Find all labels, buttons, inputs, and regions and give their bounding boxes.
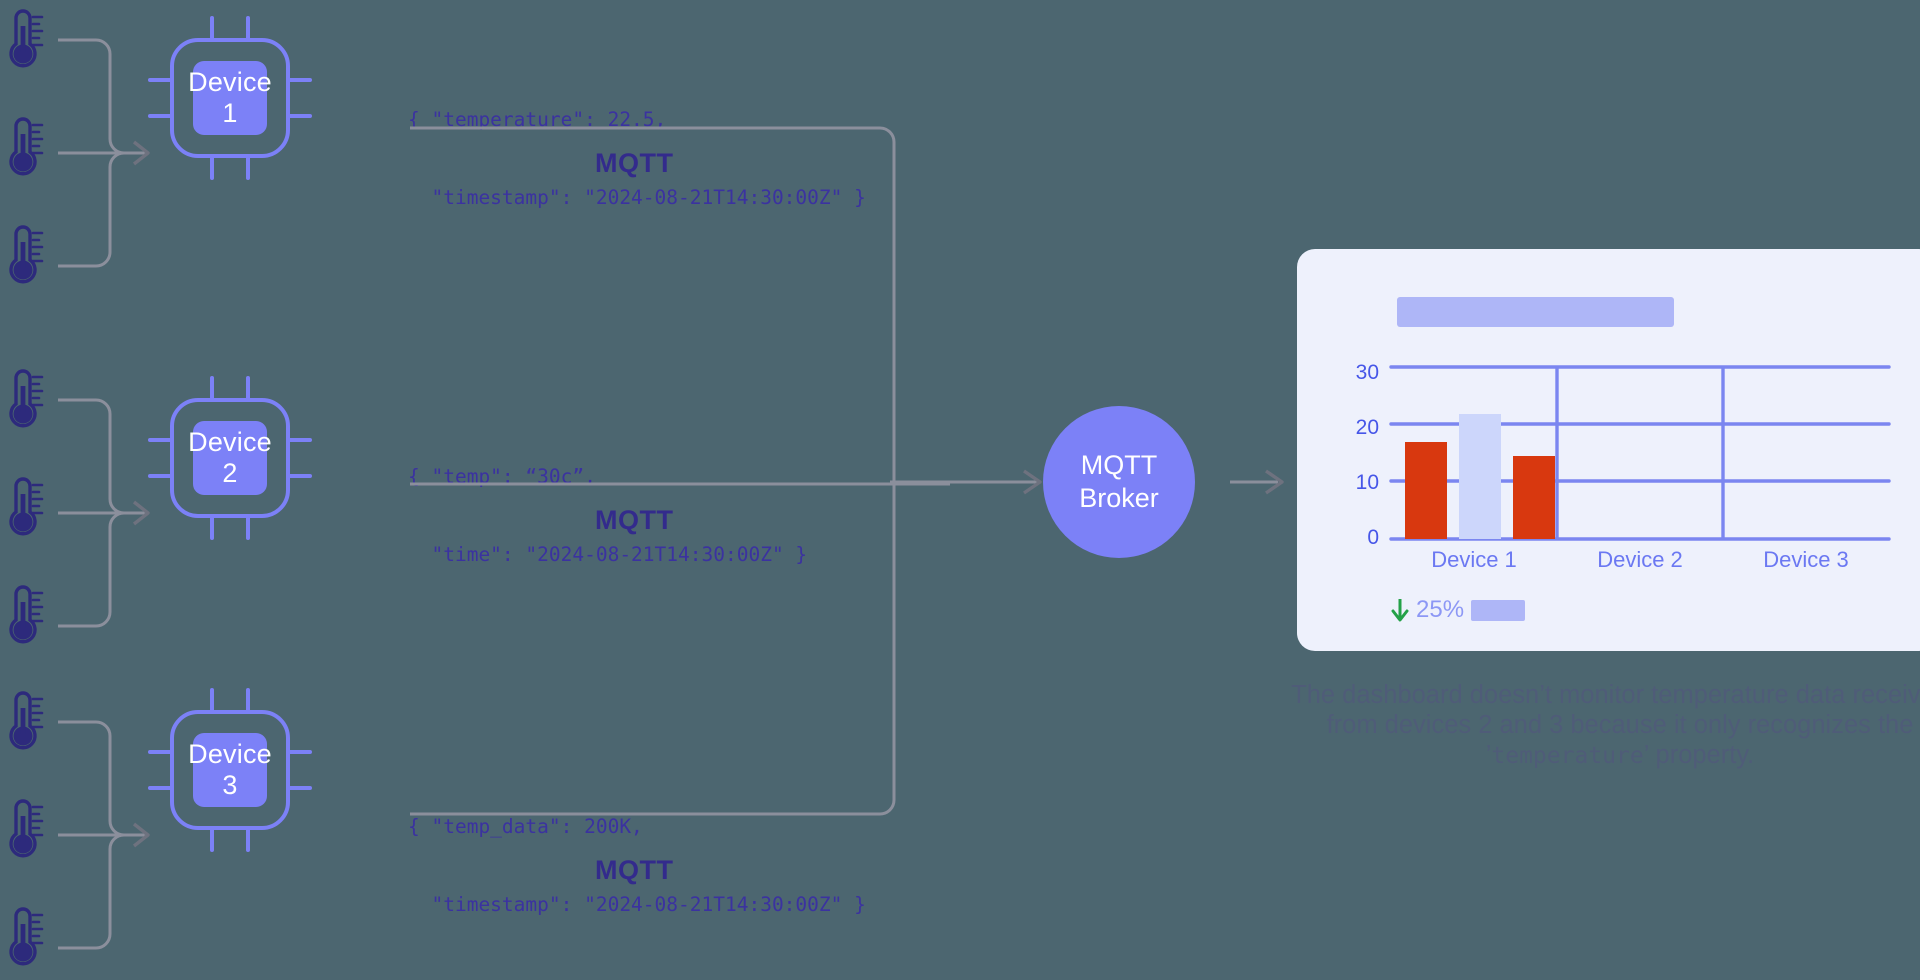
caption-text-part2: ’ property. <box>1643 741 1755 769</box>
device-chip-3[interactable]: Device 3 <box>148 688 312 852</box>
delta-placeholder <box>1471 599 1526 621</box>
dashboard-title-placeholder <box>1397 297 1674 327</box>
delta-percentage: 25% <box>1416 596 1465 623</box>
y-tick-10: 10 <box>1355 471 1379 494</box>
x-tick-device-1: Device 1 <box>1431 547 1517 572</box>
y-tick-30: 30 <box>1355 361 1379 384</box>
mqtt-link-device-2 <box>410 482 950 486</box>
arrow-down-icon <box>1391 599 1409 622</box>
device-chip-1[interactable]: Device 1 <box>148 16 312 180</box>
thermometer-icon <box>2 476 44 538</box>
thermometer-icon <box>2 906 44 968</box>
sensor-group-device-2 <box>0 368 150 658</box>
sensor-aggregate-brace <box>58 38 150 268</box>
device-chip-2[interactable]: Device 2 <box>148 376 312 540</box>
x-tick-device-3: Device 3 <box>1763 547 1849 572</box>
dashboard-card: 30 20 10 0 <box>1297 249 1920 651</box>
sensor-aggregate-brace <box>58 398 150 628</box>
caption-text-part1: The dashboard doesn’t monitor temperatur… <box>1291 681 1920 769</box>
y-tick-0: 0 <box>1367 526 1379 549</box>
thermometer-icon <box>2 8 44 70</box>
sensor-group-device-1 <box>0 8 150 298</box>
device-2-payload: { "temp": “30c”, "time": "2024-08-21T14:… <box>408 465 808 566</box>
thermometer-icon <box>2 116 44 178</box>
device-1-payload: { "temperature": 22.5, "timestamp": "202… <box>408 108 866 209</box>
mqtt-link-device-3 <box>410 484 896 816</box>
dashboard-delta-row: 25% <box>1391 596 1526 623</box>
thermometer-icon <box>2 690 44 752</box>
device-3-payload: { "temp_data": 200K, "timestamp": "2024-… <box>408 815 866 916</box>
thermometer-icon <box>2 368 44 430</box>
broker-inbound-arrow-icon <box>890 469 1042 495</box>
mqtt-label-device-1: MQTT <box>595 148 674 178</box>
bar-chart-plot <box>1389 361 1891 546</box>
x-tick-device-2: Device 2 <box>1597 547 1683 572</box>
mqtt-link-device-1 <box>410 126 896 510</box>
mqtt-label-device-3: MQTT <box>595 855 674 885</box>
mqtt-broker-node[interactable]: MQTT Broker <box>1043 406 1195 558</box>
thermometer-icon <box>2 798 44 860</box>
dashboard-caption: The dashboard doesn’t monitor temperatur… <box>1290 680 1920 771</box>
broker-outbound-arrow-icon <box>1230 469 1284 495</box>
thermometer-icon <box>2 584 44 646</box>
sensor-group-device-3 <box>0 690 150 980</box>
mqtt-label-device-2: MQTT <box>595 505 674 535</box>
y-tick-20: 20 <box>1355 416 1379 439</box>
thermometer-icon <box>2 224 44 286</box>
sensor-aggregate-brace <box>58 720 150 950</box>
caption-code: temperature <box>1491 743 1644 769</box>
